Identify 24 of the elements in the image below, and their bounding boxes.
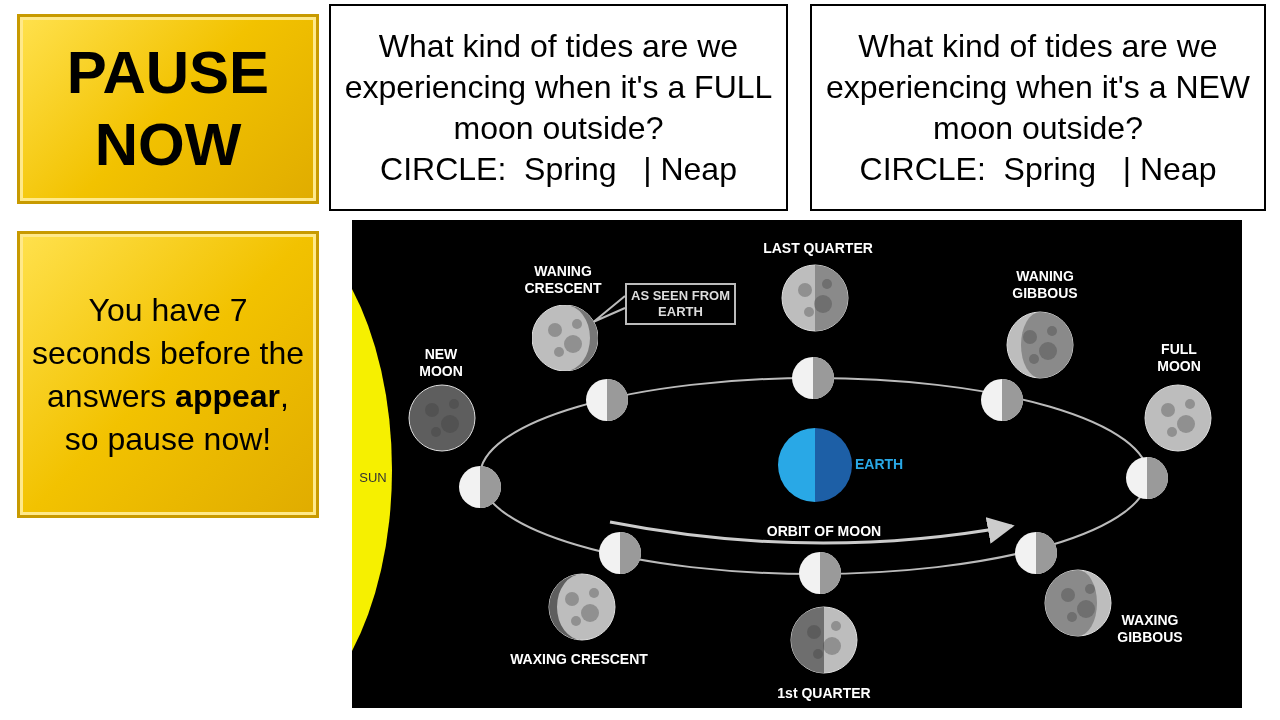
callout-text: AS SEEN FROM EARTH: [630, 288, 731, 320]
instruction-text: You have 7 seconds before the answers appear, so pause now!: [30, 290, 306, 459]
instruction-card: [17, 231, 319, 518]
phase-label: WAXING GIBBOUS: [1116, 612, 1184, 646]
phase-label: WANING CRESCENT: [523, 263, 603, 297]
phase-label: 1st QUARTER: [777, 685, 871, 702]
phase-label: WAXING CRESCENT: [510, 651, 648, 668]
question-card: [810, 4, 1266, 211]
moon-drawing: [532, 305, 598, 371]
sun-label: SUN: [359, 469, 387, 486]
question-text: What kind of tides are we experiencing when it's a NEW moon outside?: [824, 26, 1252, 148]
answer-choices: CIRCLE: Spring | Neap: [858, 149, 1218, 189]
orbit-label: ORBIT OF MOON: [766, 523, 882, 540]
question-text: What kind of tides are we experiencing when it's a FULL moon outside?: [343, 26, 774, 148]
phase-label: FULL MOON: [1156, 341, 1202, 375]
earth-label: EARTH: [855, 456, 904, 473]
phase-label: WANING GIBBOUS: [1011, 268, 1079, 302]
answer-choices: CIRCLE: Spring | Neap: [379, 149, 738, 189]
question-card: [329, 4, 788, 211]
leader-line: [592, 295, 626, 323]
phase-label: NEW MOON: [418, 346, 464, 380]
phase-label: LAST QUARTER: [763, 240, 873, 257]
pause-banner: [17, 14, 319, 204]
pause-heading: PAUSE NOW: [65, 38, 271, 180]
